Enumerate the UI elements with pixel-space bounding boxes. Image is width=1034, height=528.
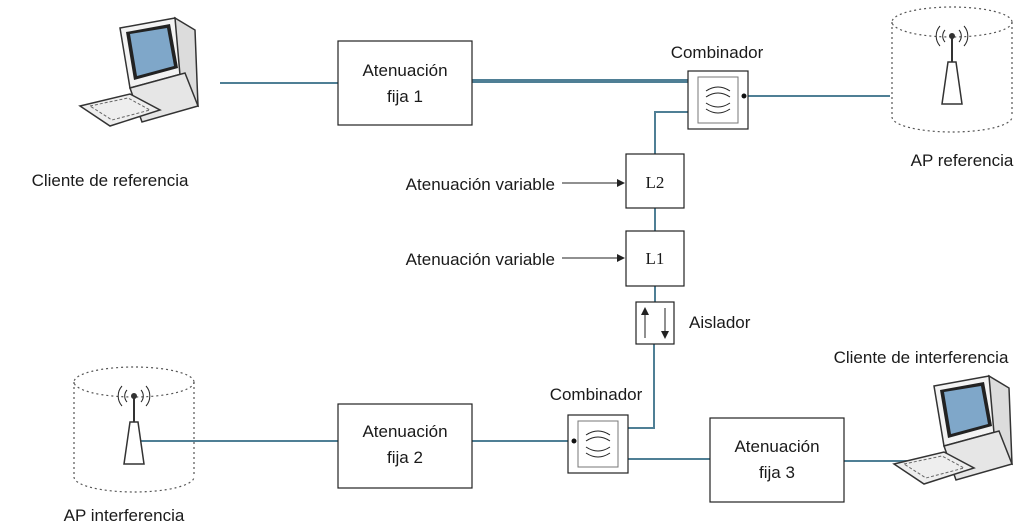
variable-attenuation-top-label: Atenuación variable [406, 175, 555, 194]
fixed-attenuator-3-line1: Atenuación [734, 437, 819, 456]
fixed-attenuator-2-line1: Atenuación [362, 422, 447, 441]
combiner-icon [687, 70, 749, 130]
variable-attenuator-l1: L1 Atenuación variable [406, 230, 685, 287]
variable-attenuation-bottom-label: Atenuación variable [406, 250, 555, 269]
interference-ap-label: AP interferencia [64, 506, 185, 525]
connections [130, 79, 918, 462]
interference-ap: AP interferencia [64, 366, 195, 525]
interference-client-label: Cliente de interferencia [834, 348, 1009, 367]
fixed-attenuator-1: Atenuación fija 1 [337, 40, 473, 126]
fixed-attenuator-1-line2: fija 1 [387, 87, 423, 106]
combiner-top-label: Combinador [671, 43, 764, 62]
antenna-icon [73, 366, 195, 493]
fixed-attenuator-1-line1: Atenuación [362, 61, 447, 80]
computer-icon [893, 375, 1013, 485]
l1-label: L1 [646, 249, 665, 268]
fixed-attenuator-2: Atenuación fija 2 [337, 403, 473, 489]
fixed-attenuator-2-line2: fija 2 [387, 448, 423, 467]
reference-ap-label: AP referencia [911, 151, 1014, 170]
reference-ap: AP referencia [891, 6, 1014, 170]
reference-client-label: Cliente de referencia [32, 171, 189, 190]
reference-client: Cliente de referencia [32, 17, 199, 190]
interference-client: Cliente de interferencia [834, 348, 1013, 485]
isolator-label: Aislador [689, 313, 751, 332]
combiner-top: Combinador [671, 43, 764, 130]
isolator: Aislador [635, 301, 751, 345]
combiner-icon [567, 414, 629, 474]
computer-icon [79, 17, 199, 127]
l2-label: L2 [646, 173, 665, 192]
variable-attenuator-l2: L2 Atenuación variable [406, 153, 685, 209]
fixed-attenuator-3: Atenuación fija 3 [709, 417, 845, 503]
fixed-attenuator-3-line2: fija 3 [759, 463, 795, 482]
antenna-icon [891, 6, 1013, 133]
combiner-bottom-label: Combinador [550, 385, 643, 404]
combiner-bottom: Combinador [550, 385, 643, 474]
